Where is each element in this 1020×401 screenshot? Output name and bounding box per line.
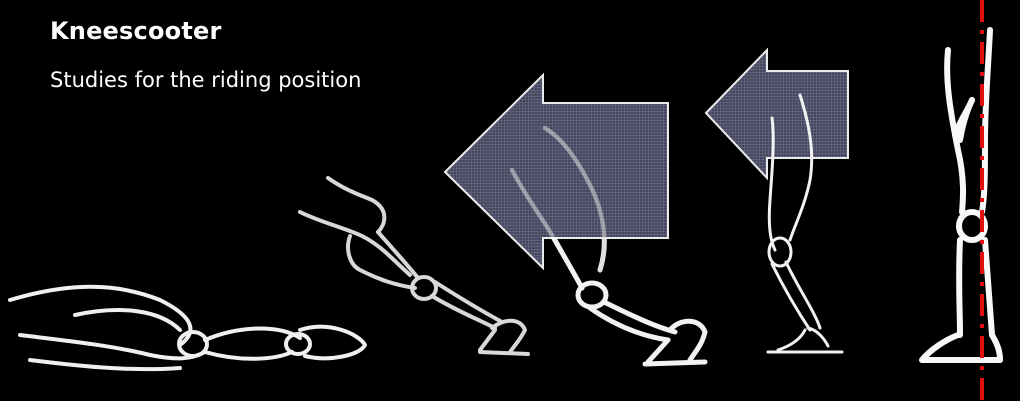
leaning-stand-figure <box>766 93 844 354</box>
upright-stand-figure <box>919 27 1003 363</box>
lying-pose-figure <box>8 284 367 372</box>
left-arrow-small <box>704 47 849 181</box>
left-arrow-large <box>443 72 669 271</box>
slide-subtitle: Studies for the riding position <box>50 68 362 92</box>
slide-title: Kneescooter <box>50 17 222 45</box>
kneeling-pose-figure <box>298 176 530 356</box>
